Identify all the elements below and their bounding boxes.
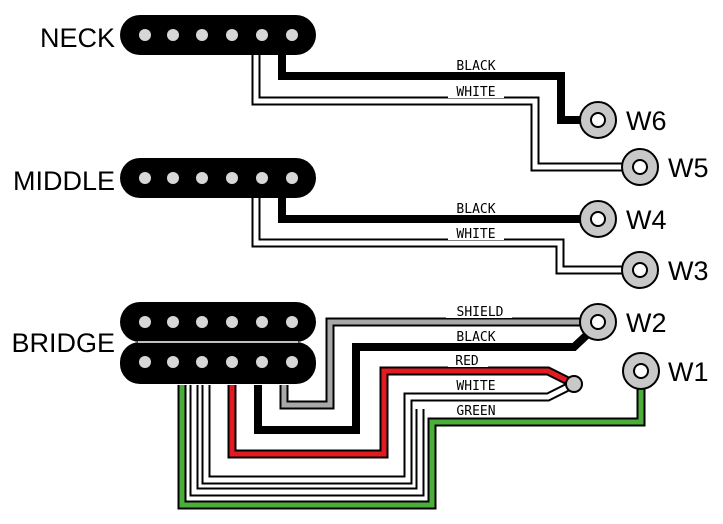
bridge-pole-pieces-top	[139, 316, 298, 328]
terminal-label-w3: W3	[668, 256, 709, 286]
wire-label-middle-white: WHITE	[456, 227, 495, 242]
bridge-pole-pieces-bottom	[139, 356, 298, 368]
bridge-pickup	[120, 302, 316, 384]
bridge-white-wire	[189, 379, 577, 497]
wires	[177, 52, 646, 510]
terminal-w2	[579, 303, 617, 341]
wire-label-bridge-black: BLACK	[456, 330, 495, 345]
terminal-label-w5: W5	[668, 153, 709, 183]
neck-pickup	[120, 15, 316, 55]
terminal-w6	[579, 101, 617, 139]
middle-black-wire	[278, 195, 590, 223]
middle-label: MIDDLE	[13, 166, 115, 196]
bridge-label: BRIDGE	[11, 328, 115, 358]
middle-white-wire	[251, 195, 631, 275]
terminal-label-w4: W4	[626, 205, 667, 235]
terminal-label-w6: W6	[626, 106, 667, 136]
wire-labels: BLACK WHITE BLACK WHITE SHIELD BLACK RED…	[446, 59, 512, 419]
terminal-w5	[621, 148, 659, 186]
wire-label-neck-black: BLACK	[456, 59, 495, 74]
wire-label-bridge-green: GREEN	[456, 404, 495, 419]
neck-white-wire	[251, 52, 631, 172]
wire-label-neck-white: WHITE	[456, 85, 495, 100]
terminal-label-w1: W1	[668, 357, 709, 387]
neck-label: NECK	[40, 23, 115, 53]
terminal-w3	[621, 251, 659, 289]
bridge-red-wire	[227, 366, 577, 459]
middle-pole-pieces	[139, 172, 298, 184]
wire-label-bridge-red: RED	[455, 354, 479, 369]
neck-pole-pieces	[139, 29, 298, 41]
neck-black-wire	[278, 52, 590, 124]
terminal-label-w2: W2	[626, 308, 667, 338]
bridge-shield-wire	[279, 317, 590, 410]
bridge-green-wire	[177, 375, 646, 510]
terminal-w4	[579, 200, 617, 238]
wire-label-bridge-shield: SHIELD	[457, 305, 504, 320]
terminal-w1	[622, 352, 660, 390]
wire-label-middle-black: BLACK	[456, 202, 495, 217]
middle-pickup	[120, 158, 316, 198]
bridge-black-wire	[254, 329, 593, 434]
red-white-junction	[565, 375, 583, 393]
wire-label-bridge-white: WHITE	[456, 379, 495, 394]
